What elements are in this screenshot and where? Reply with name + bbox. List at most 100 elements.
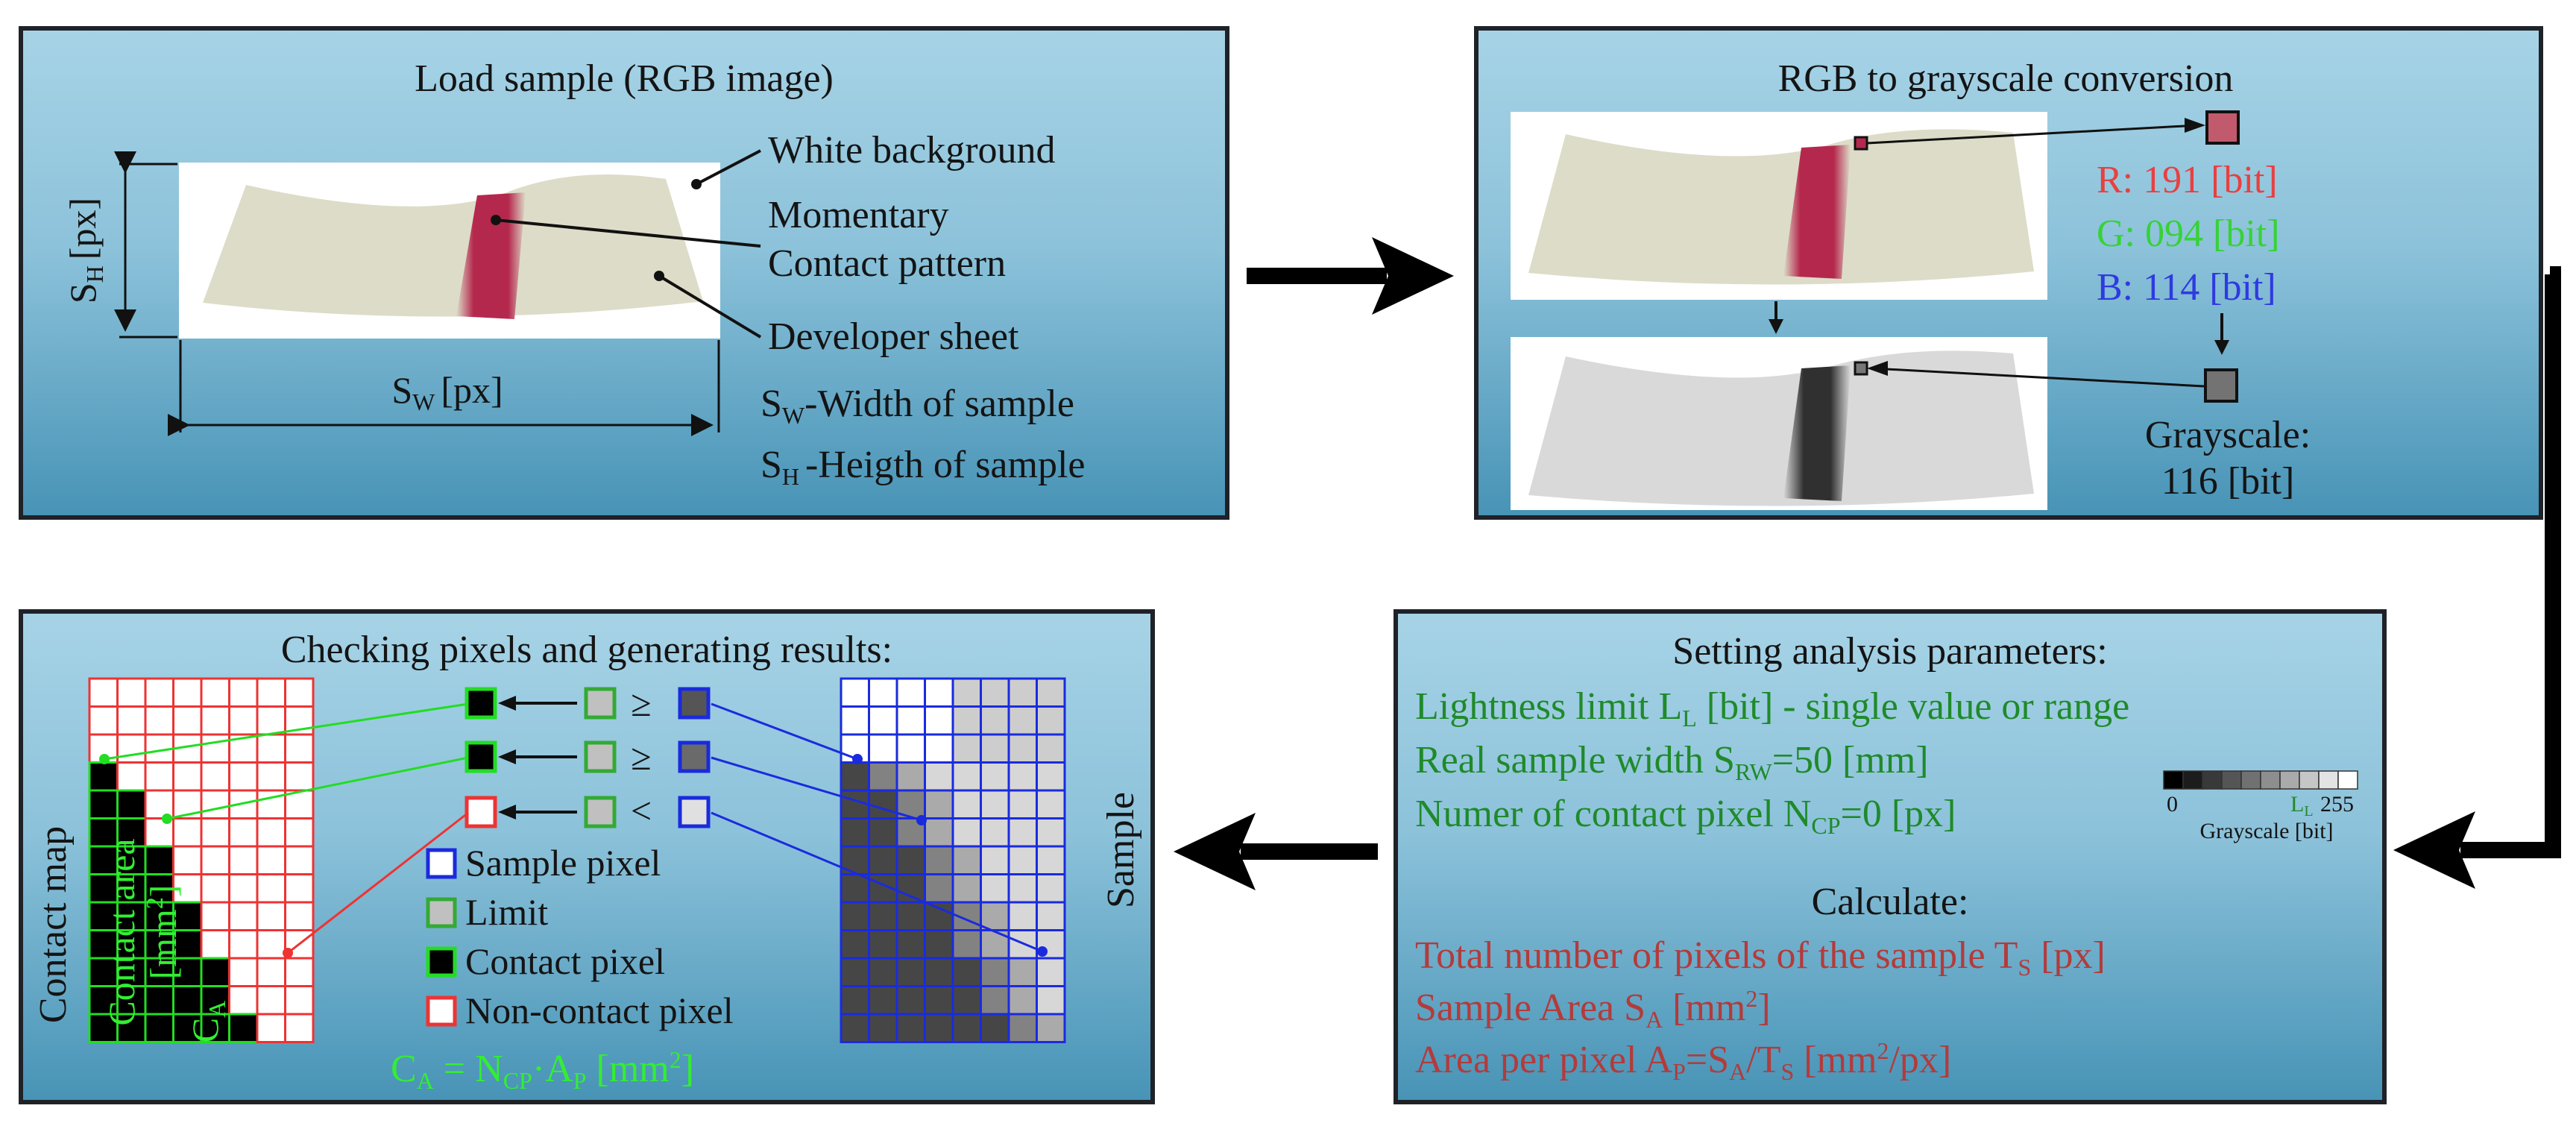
g-value: G: 094 [bit] [2097,213,2280,255]
non-contact-pixel [228,957,259,987]
sample-grid-pixel [980,789,1010,820]
sample-grid-pixel [1007,845,1038,875]
contact-pixel [88,1013,119,1043]
legend-swatch-sample [426,848,457,879]
contact-pixel [116,1013,147,1043]
contact-pixel [200,957,230,987]
sample-grid-pixel [868,761,898,792]
sample-grid-pixel [840,733,870,764]
rgb-connector [1866,124,2199,145]
non-contact-pixel [200,789,230,820]
non-contact-pixel [200,705,230,736]
gray-contact-shape [1783,365,1851,501]
arrow-2-to-3 [2393,266,2561,889]
non-contact-pixel [228,845,259,875]
sample-grid-pixel [1007,677,1038,708]
sample-grid-pixel [895,985,926,1016]
scale-step [2182,770,2203,790]
non-contact-pixel [144,761,174,792]
non-contact-pixel [256,817,286,848]
sample-grid-pixel [840,761,870,792]
sample-grid-pixel [868,1013,898,1043]
panel-checking-pixels: Checking pixels and generating results: … [19,609,1155,1104]
sample-grid-pixel [951,677,982,708]
sample-grid-pixel [895,733,926,764]
sample-grid-pixel [1007,873,1038,904]
non-contact-pixel [228,985,259,1016]
non-contact-pixel [172,817,203,848]
rgb-sheet-shape [1528,129,2034,285]
contact-pixel [88,985,119,1016]
contact-pixel [228,1013,259,1043]
non-contact-pixel [228,677,259,708]
scale-step [2202,770,2223,790]
comparison-row-1: ≥ [99,682,863,764]
sample-grid-pixel [924,677,954,708]
non-contact-pixel [284,789,315,820]
scale-step [2221,770,2242,790]
sample-grid-pixel [895,929,926,960]
result-contact-pixel-2 [465,740,497,773]
non-contact-pixel [256,985,286,1016]
sample-pixel-1 [678,687,711,720]
sample-grid-pixel [924,929,954,960]
sample-grid-pixel [1007,761,1038,792]
grayscale-label: Grayscale: [2145,414,2311,456]
rgb-contact-shape [1783,145,1851,279]
sample-grid-pixel [1007,1013,1038,1043]
sample-grid-pixel [895,705,926,736]
sample-grid-pixel [951,873,982,904]
sample-grid-pixel [1036,733,1066,764]
non-contact-pixel [144,705,174,736]
sample-grid-pixel [1036,957,1066,987]
sample-grid-pixel [924,817,954,848]
non-contact-pixel [256,901,286,931]
gray-connector [1872,367,2205,388]
non-contact-pixel [284,901,315,931]
non-contact-pixel [284,1013,315,1043]
sample-grid-pixel [980,901,1010,931]
scale-step [2337,770,2358,790]
sample-grid-pixel [980,873,1010,904]
legend: Sample pixel Limit Contact pixel Non-con… [426,842,734,1031]
rgb-swatch [2205,110,2240,145]
bg-leader [696,149,761,186]
sample-grid-pixel [840,677,870,708]
calc-sample-area: Sample Area SA [mm2] [1415,985,1771,1033]
contact-map-grid [88,677,315,1043]
non-contact-pixel [284,985,315,1016]
sample-grid-pixel [924,873,954,904]
sample-grid-pixel [1007,957,1038,987]
sw-dimension-label: SW[px] [391,369,503,415]
contact-map-label: Contact map [32,826,75,1023]
sample-grid-pixel [1007,789,1038,820]
arrow-1-to-2 [1247,237,1454,315]
non-contact-pixel [144,677,174,708]
param-contact-pixels: Numer of contact pixel NCP=0 [px] [1415,793,1956,839]
legend-sample-pixel: Sample pixel [465,842,661,884]
limit-pixel-2 [584,740,617,773]
sample-grid-pixel [951,733,982,764]
sample-grid-pixel [951,789,982,820]
r-value: R: 191 [bit] [2097,159,2278,201]
scale-step [2318,770,2339,790]
non-contact-pixel [284,873,315,904]
non-contact-pixel [284,817,315,848]
contact-pixel [88,789,119,820]
rgb-pixel-marker [1854,136,1868,151]
non-contact-pixel [256,1013,286,1043]
def-height: SH-Heigth of sample [760,444,1085,490]
sample-grid-pixel [1036,901,1066,931]
non-contact-pixel [88,705,119,736]
non-contact-pixel [284,761,315,792]
sample-grid-pixel [868,845,898,875]
scale-min-label: 0 [2167,792,2178,817]
contact-pixel [116,985,147,1016]
sample-grid-pixel [980,1013,1010,1043]
sample-grid-pixel [895,845,926,875]
sample-grid-pixel [980,929,1010,960]
sample-grid-pixel [924,789,954,820]
sample-grid-pixel [980,985,1010,1016]
gray-sheet-shape [1528,350,2034,506]
